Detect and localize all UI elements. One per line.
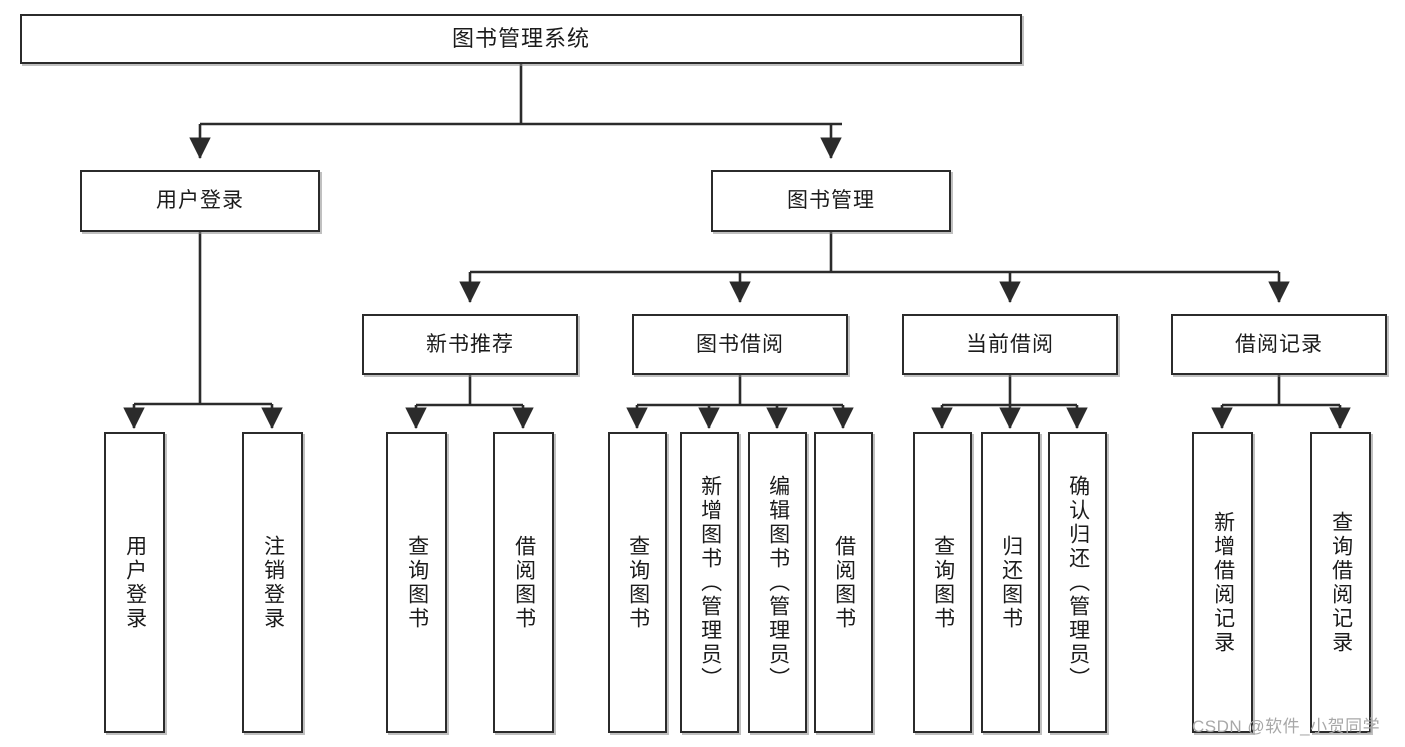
leaf-user-login[interactable]: 用户登录 — [104, 432, 165, 733]
node-borrow-record[interactable]: 借阅记录 — [1171, 314, 1387, 375]
leaf-query-book-1[interactable]: 查询图书 — [386, 432, 447, 733]
node-user-login[interactable]: 用户登录 — [80, 170, 320, 232]
leaf-edit-book[interactable]: 编辑图书（管理员） — [748, 432, 807, 733]
node-book-borrow[interactable]: 图书借阅 — [632, 314, 848, 375]
leaf-query-book-3[interactable]: 查询图书 — [913, 432, 972, 733]
node-current-borrow[interactable]: 当前借阅 — [902, 314, 1118, 375]
leaf-add-record[interactable]: 新增借阅记录 — [1192, 432, 1253, 733]
leaf-logout-login[interactable]: 注销登录 — [242, 432, 303, 733]
leaf-borrow-book-1[interactable]: 借阅图书 — [493, 432, 554, 733]
node-new-book-recommend[interactable]: 新书推荐 — [362, 314, 578, 375]
leaf-confirm-return[interactable]: 确认归还（管理员） — [1048, 432, 1107, 733]
leaf-return-book[interactable]: 归还图书 — [981, 432, 1040, 733]
leaf-borrow-book-2[interactable]: 借阅图书 — [814, 432, 873, 733]
leaf-query-record[interactable]: 查询借阅记录 — [1310, 432, 1371, 733]
node-root-book-management-system[interactable]: 图书管理系统 — [20, 14, 1022, 64]
node-book-management[interactable]: 图书管理 — [711, 170, 951, 232]
leaf-query-book-2[interactable]: 查询图书 — [608, 432, 667, 733]
leaf-add-book[interactable]: 新增图书（管理员） — [680, 432, 739, 733]
